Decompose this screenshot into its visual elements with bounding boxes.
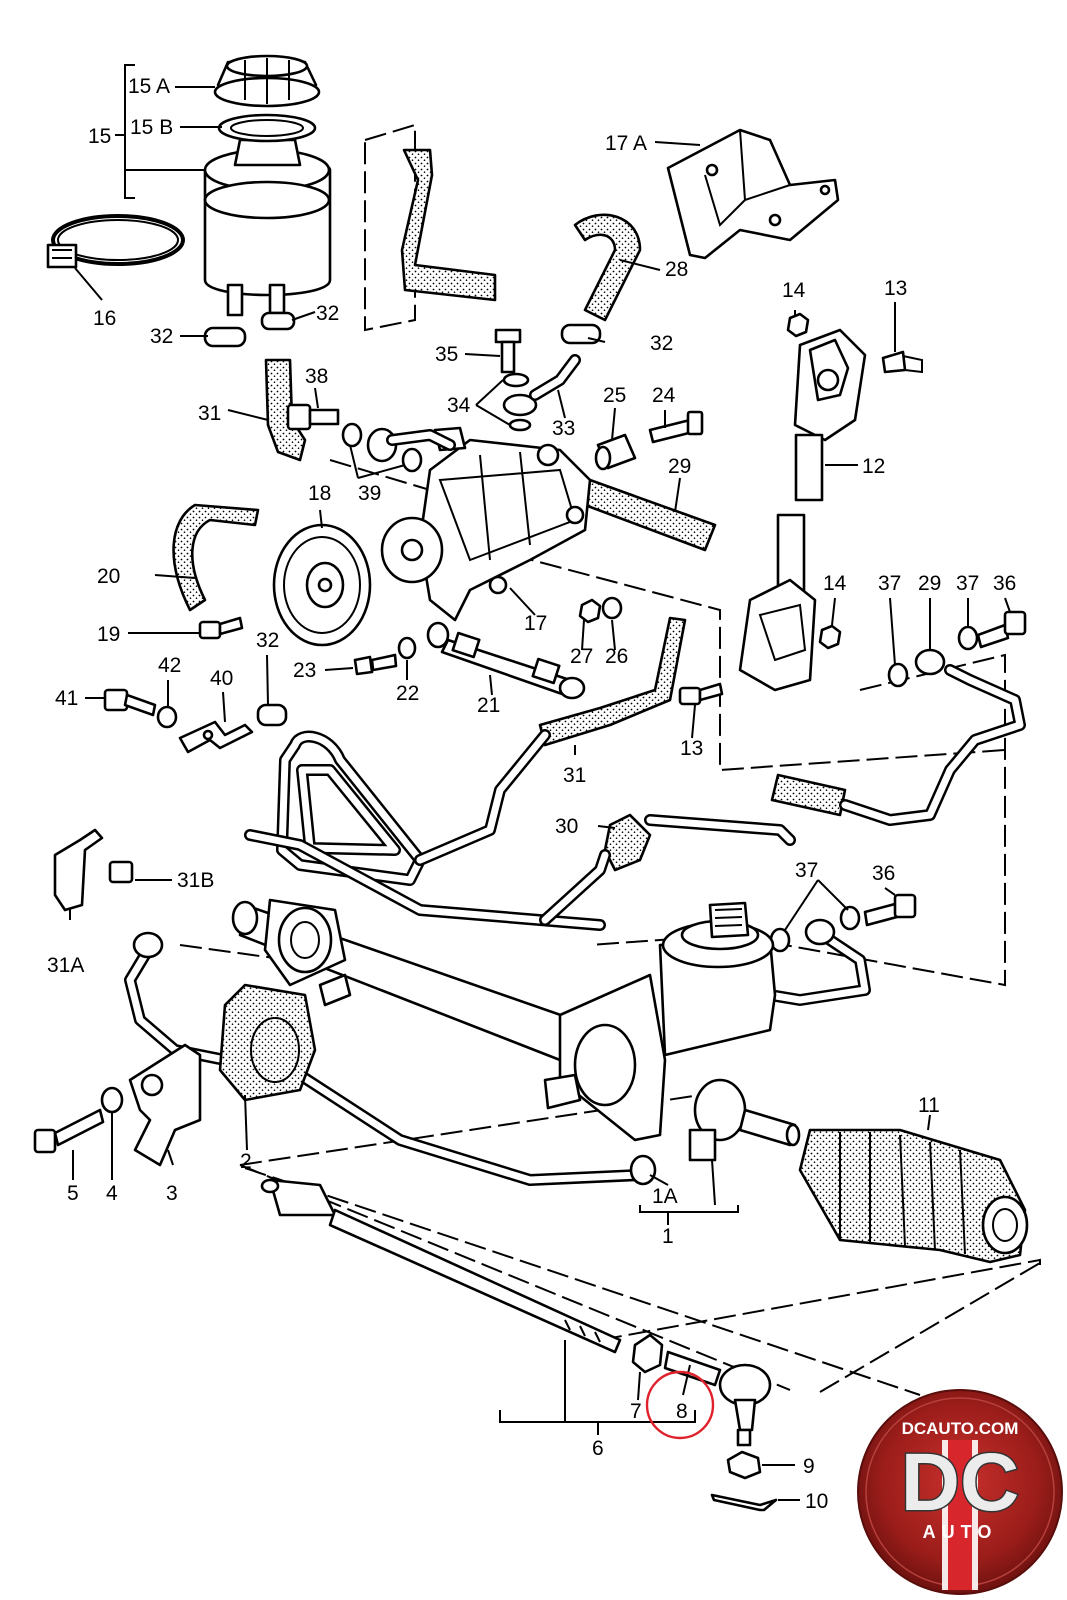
- pressure-fittings: [286, 403, 456, 473]
- callout-1A: 1A: [652, 1185, 678, 1208]
- callout-2: 2: [240, 1150, 252, 1173]
- callout-42: 42: [158, 654, 181, 677]
- belt-adjuster: [353, 596, 623, 700]
- steering-rack: [231, 898, 801, 1162]
- callout-23: 23: [293, 659, 316, 682]
- highlight-circle-8: [645, 1370, 715, 1440]
- fluid-reservoir: [203, 114, 332, 317]
- callout-31-a: 31: [198, 402, 221, 425]
- banjo-fitting: [494, 328, 581, 432]
- callout-29-b: 29: [918, 572, 941, 595]
- callout-3: 3: [166, 1182, 178, 1205]
- fluid-cooler: [244, 729, 796, 931]
- callout-6: 6: [592, 1437, 604, 1460]
- callout-10: 10: [805, 1490, 828, 1513]
- callout-31-b: 31: [563, 764, 586, 787]
- hoses: [172, 148, 847, 872]
- callout-32-a: 32: [150, 325, 173, 348]
- watermark-dc-text: DC: [901, 1437, 1019, 1528]
- tie-rod: [260, 1178, 622, 1354]
- callout-17A: 17 A: [605, 132, 647, 155]
- rack-boot: [798, 1128, 1029, 1264]
- callout-28: 28: [665, 258, 688, 281]
- callout-16: 16: [93, 307, 116, 330]
- castle-nut: [726, 1450, 762, 1480]
- callout-17: 17: [524, 612, 547, 635]
- pump-pulley: [272, 523, 372, 647]
- callout-5: 5: [67, 1182, 79, 1205]
- callout-37-a: 37: [878, 572, 901, 595]
- callout-1: 1: [662, 1225, 674, 1248]
- callout-11: 11: [918, 1094, 940, 1117]
- leader-lines: [69, 64, 1011, 1501]
- callout-31A: 31A: [47, 954, 84, 977]
- callout-4: 4: [106, 1182, 118, 1205]
- callout-40: 40: [210, 667, 233, 690]
- callout-32-d: 32: [256, 629, 279, 652]
- callout-24: 24: [652, 384, 676, 407]
- callout-21: 21: [477, 694, 500, 717]
- callout-7: 7: [630, 1400, 642, 1423]
- clip-bracket: [53, 828, 134, 912]
- callout-32-c: 32: [650, 332, 673, 355]
- rack-mount-clamp: [128, 1043, 202, 1167]
- callout-35: 35: [435, 343, 458, 366]
- pump-bracket: [666, 128, 840, 260]
- tie-rod-jam-nut: [631, 1333, 664, 1374]
- callout-37-b: 37: [956, 572, 979, 595]
- power-steering-pump: [380, 426, 592, 622]
- callout-22: 22: [396, 682, 419, 705]
- callout-15A: 15 A: [128, 75, 170, 98]
- callout-15B: 15 B: [130, 116, 173, 139]
- mount-bolt: [33, 1108, 105, 1154]
- callout-13-b: 13: [680, 737, 703, 760]
- spacer-and-bolt: [594, 410, 704, 471]
- tie-rod-end: [663, 1350, 772, 1447]
- reservoir-band-clamp: [46, 214, 185, 269]
- callout-29-a: 29: [668, 455, 691, 478]
- callout-18: 18: [308, 482, 331, 505]
- callout-41: 41: [55, 687, 78, 710]
- callout-30: 30: [555, 815, 578, 838]
- callout-20: 20: [97, 565, 120, 588]
- callout-25: 25: [603, 384, 626, 407]
- callout-26: 26: [605, 645, 628, 668]
- steering-shaft: [738, 312, 923, 692]
- pressure-lines: [764, 610, 1027, 1006]
- callout-14-a: 14: [782, 279, 806, 302]
- reservoir-seal: [217, 113, 317, 143]
- bolts-mid: [198, 616, 724, 706]
- mount-washer: [100, 1086, 124, 1114]
- callout-34: 34: [447, 394, 471, 417]
- callout-33: 33: [552, 417, 575, 440]
- callout-9: 9: [803, 1455, 815, 1478]
- callout-labels: 15 A 15 B 15 16 32 32 17 A 28 32 35 34 3…: [47, 75, 1016, 1513]
- bracket-40-group: [103, 688, 254, 754]
- callout-15: 15: [88, 125, 111, 148]
- watermark-site-text: DCAUTO.COM: [902, 1419, 1019, 1438]
- callout-19: 19: [97, 623, 120, 646]
- callout-13-a: 13: [884, 277, 907, 300]
- callout-36-b: 36: [872, 862, 895, 885]
- callout-32-b: 32: [316, 302, 339, 325]
- reservoir-cap: [213, 54, 321, 108]
- cotter-pin: [710, 1493, 778, 1512]
- callout-8: 8: [676, 1400, 688, 1423]
- rack-mount-bushing: [218, 983, 317, 1102]
- callout-37-c: 37: [795, 859, 818, 882]
- callout-31B: 31B: [177, 869, 214, 892]
- callout-39: 39: [358, 482, 381, 505]
- callout-12: 12: [862, 455, 885, 478]
- callout-36-a: 36: [993, 572, 1016, 595]
- callout-27: 27: [570, 645, 593, 668]
- callout-14-b: 14: [823, 572, 847, 595]
- dcauto-watermark: DCAUTO.COM DC AUTO: [857, 1389, 1063, 1595]
- watermark-auto-text: AUTO: [923, 1522, 998, 1542]
- callout-38: 38: [305, 365, 328, 388]
